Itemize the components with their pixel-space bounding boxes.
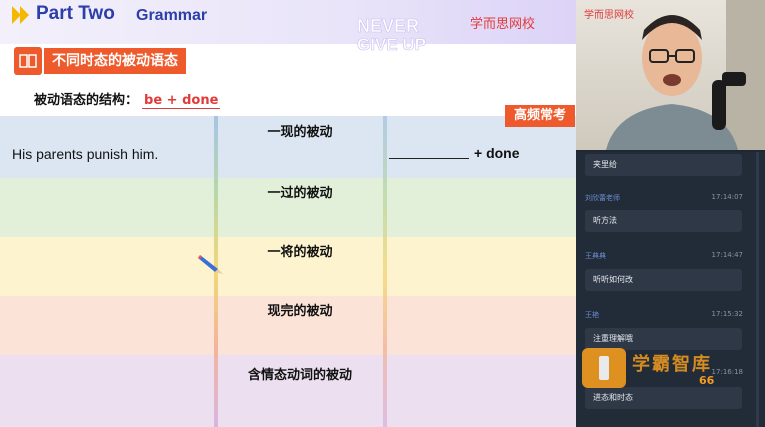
structure-line: 被动语态的结构：be + done [34,89,221,109]
chat-message: 注重理解哦 [585,328,742,350]
answer-blank [389,158,469,159]
never-give-up-logo: NEVER GIVE UP [357,16,427,54]
watermark-number: 66 [699,374,715,387]
answer-suffix: + done [474,145,520,161]
table-row [0,355,576,427]
pencil-cursor-icon [198,255,223,274]
structure-value: be + done [142,93,221,109]
chat-username: 王艳 [585,311,599,319]
slide-header: Part Two Grammar NEVER GIVE UP 学而思网校 [0,0,576,54]
example-sentence: His parents punish him. [12,146,159,162]
book-icon [14,47,42,75]
section-banner: 不同时态的被动语态 [14,47,186,75]
table-row [0,116,576,178]
chat-username: 王典典 [585,252,606,260]
teacher-video: 学而思网校 [576,0,765,150]
chat-message: 夹里给 [585,154,742,176]
chat-message: 听听如何改 [585,269,742,291]
right-panel: 学而思网校 夹里给 刘欣蕾老师 17:14:07 听方法 王典典 17:14:4… [576,0,765,427]
frequent-badge: 高频常考 [505,105,575,127]
row-title: 含情态动词的被动 [247,368,352,383]
structure-label: 被动语态的结构： [34,93,139,108]
row-title: 一将的被动 [267,245,333,260]
grammar-title: Grammar [136,7,208,24]
chat-timestamp: 17:16:18 [711,368,743,376]
watermark-book-icon [582,348,626,388]
play-icon [12,6,29,24]
chat-message: 听方法 [585,210,742,232]
chat-username: 刘欣蕾老师 [585,194,620,202]
row-title: 一过的被动 [267,186,333,201]
logo-text-never: NEVER [357,16,419,36]
logo-text-give-up: GIVE UP [357,35,426,54]
part-title: Part Two [36,3,115,24]
table-row [0,296,576,355]
table-row [0,237,576,296]
table-row [0,178,576,237]
teacher-figure [606,0,765,150]
slide: Part Two Grammar NEVER GIVE UP 学而思网校 不同时… [0,0,576,427]
chat-timestamp: 17:15:32 [711,310,743,318]
watermark-logo: 学霸智库 66 [582,348,757,392]
video-brand: 学而思网校 [584,10,634,21]
row-title: 现完的被动 [267,304,333,319]
brand-text: 学而思网校 [470,17,536,32]
chat-message: 进态和时态 [585,387,742,409]
chat-scrollbar[interactable] [756,152,759,427]
column-divider [383,116,387,427]
row-title: 一现的被动 [267,125,333,140]
watermark-text: 学霸智库 [632,354,712,375]
section-title: 不同时态的被动语态 [44,48,186,74]
chat-timestamp: 17:14:07 [711,193,743,201]
chat-timestamp: 17:14:47 [711,251,743,259]
chat-panel[interactable]: 夹里给 刘欣蕾老师 17:14:07 听方法 王典典 17:14:47 听听如何… [576,152,765,427]
